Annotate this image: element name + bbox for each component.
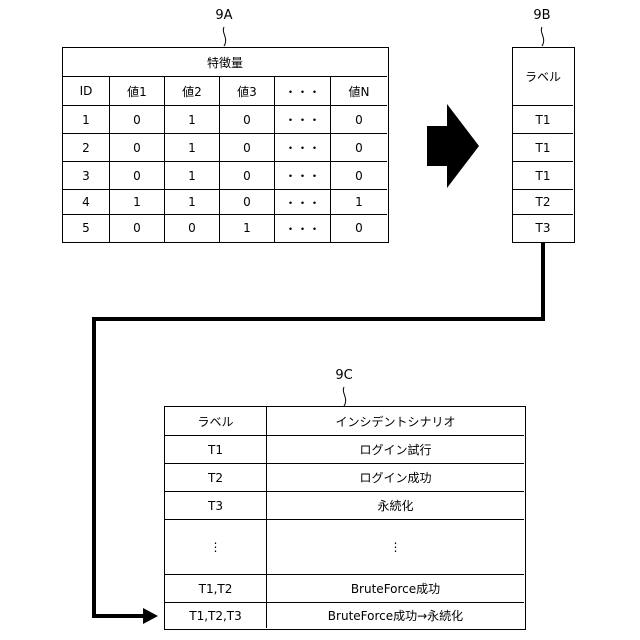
scenario-label-cell: T1,T2	[165, 575, 266, 602]
scenario-header-label: ラベル	[165, 407, 266, 435]
scenario-text-cell: ログイン試行	[267, 436, 524, 463]
scenario-text-cell: ログイン成功	[267, 464, 524, 491]
scenario-table: ラベル インシデントシナリオ T1 ログイン試行 T2 ログイン成功 T3 永続…	[164, 406, 526, 630]
scenario-label-cell: T1,T2,T3	[165, 603, 266, 628]
scenario-text-cell: 永続化	[267, 492, 524, 519]
scenario-text-cell: ⋮	[267, 520, 524, 574]
scenario-text-cell: BruteForce成功	[267, 575, 524, 602]
scenario-header-scenario: インシデントシナリオ	[267, 407, 524, 435]
scenario-label-cell: ⋮	[165, 520, 266, 574]
scenario-text-cell: BruteForce成功→永続化	[267, 603, 524, 628]
scenario-label-cell: T2	[165, 464, 266, 491]
scenario-label-cell: T1	[165, 436, 266, 463]
scenario-label-cell: T3	[165, 492, 266, 519]
